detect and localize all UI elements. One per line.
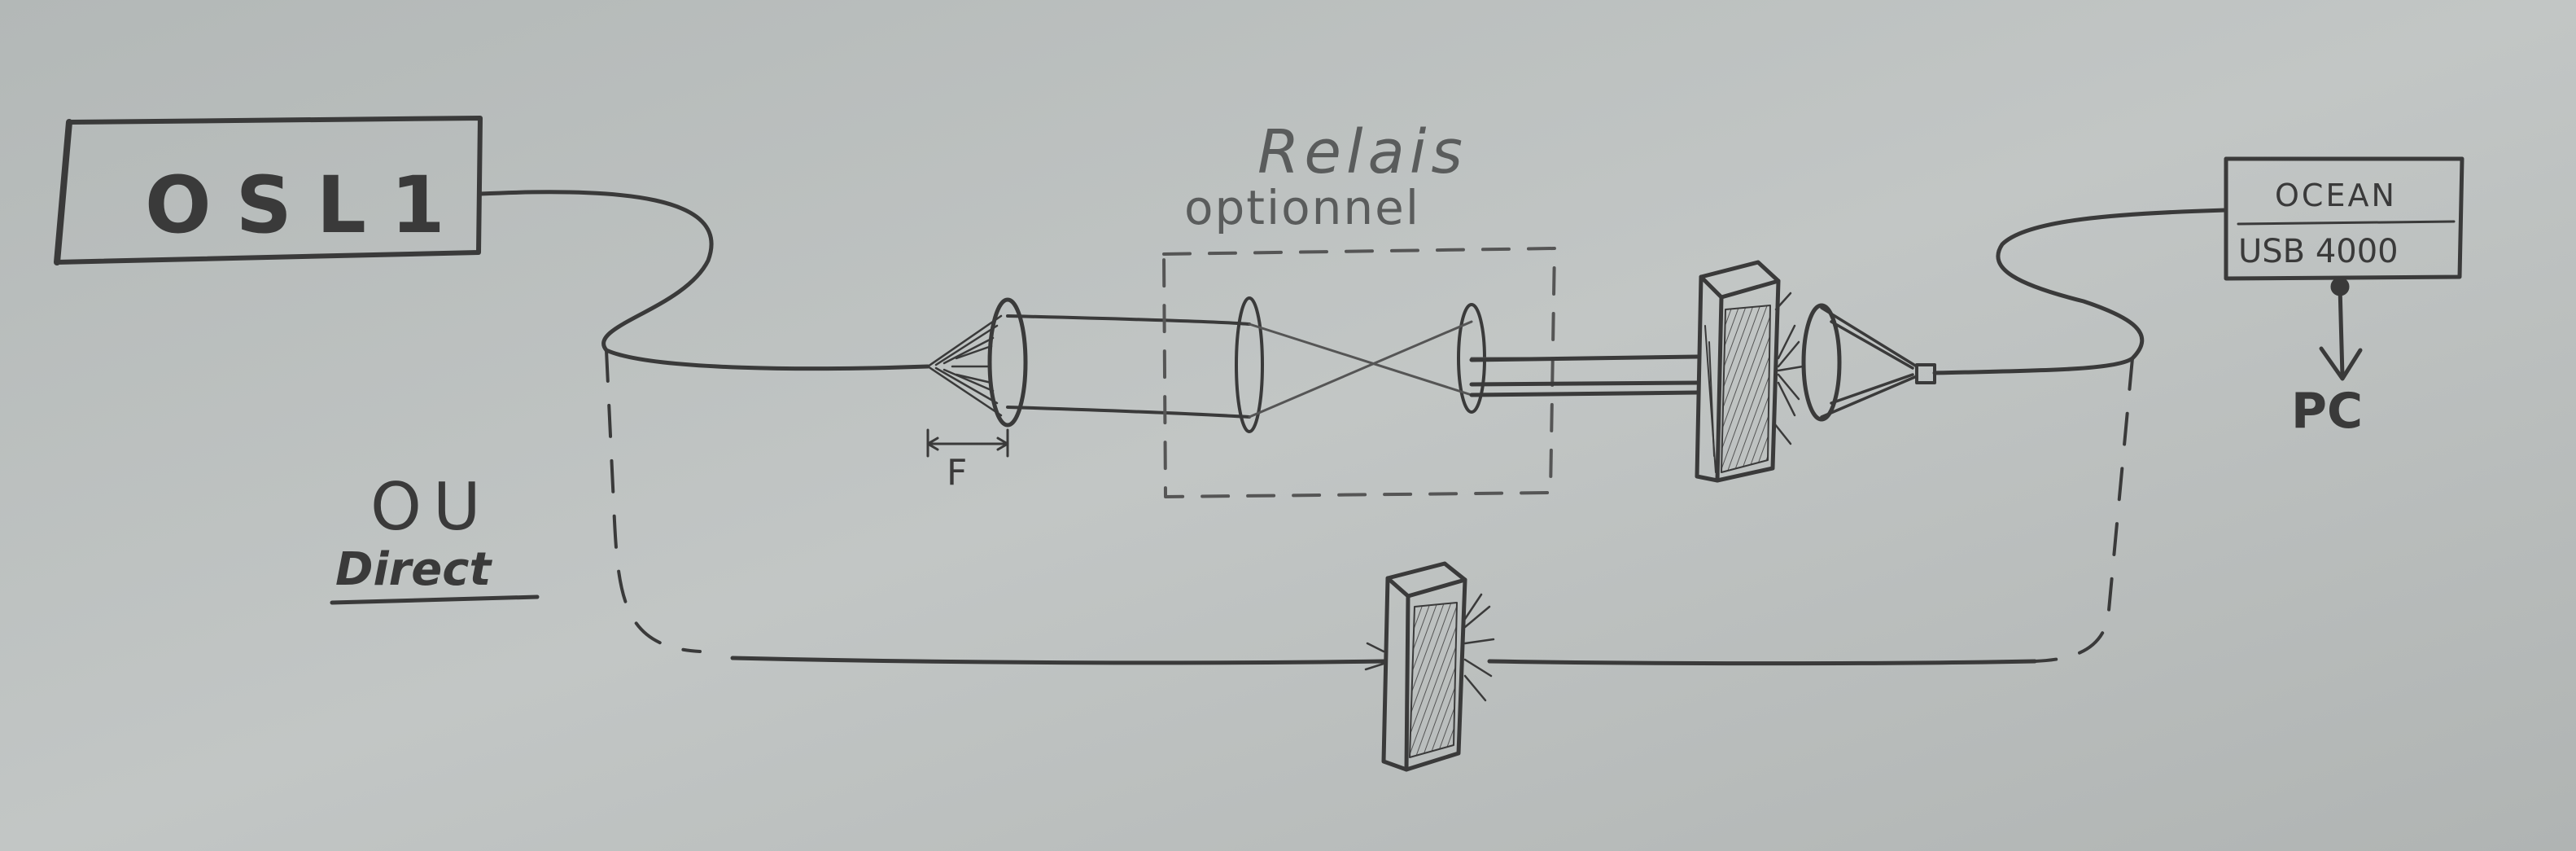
- relay-label-line2: optionnel: [1184, 180, 1420, 235]
- spectrometer-label-line1: OCEAN: [2275, 178, 2397, 213]
- alt-label-line2: Direct: [335, 543, 492, 596]
- pc-label: PC: [2291, 383, 2363, 440]
- spectrometer-label-line2: USB 4000: [2238, 233, 2399, 270]
- alt-label-line1: OU: [370, 469, 492, 545]
- relay-label-line1: Relais: [1257, 117, 1467, 187]
- source-label: OSL1: [145, 160, 470, 251]
- focal-label: F: [947, 452, 967, 493]
